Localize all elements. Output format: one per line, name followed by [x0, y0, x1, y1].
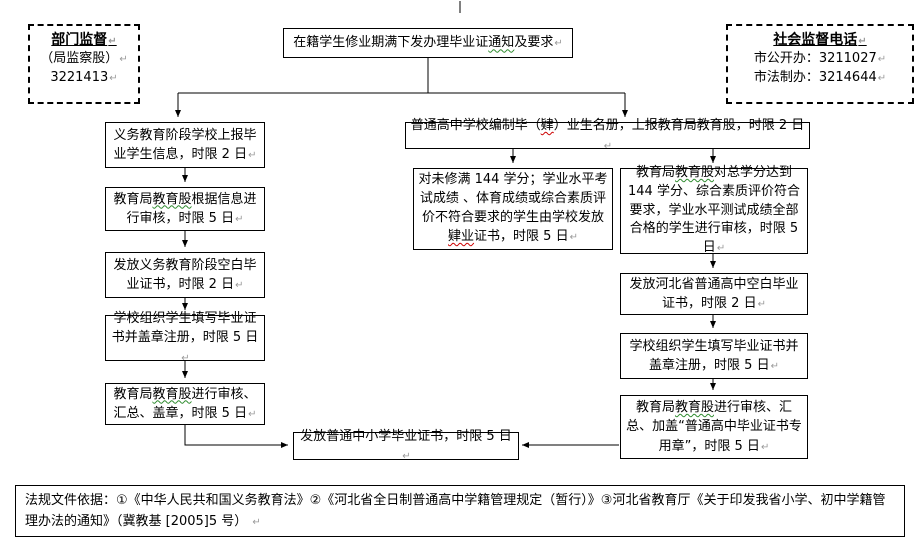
arrow-left-to-end [184, 425, 288, 448]
flow-node-right-pass-3-text: 学校组织学生填写毕业证书并盖章注册，时限 5 日 [625, 337, 803, 376]
social-supervision-phone-2: 市法制办：3214644 [730, 69, 910, 88]
social-supervision-title: 社会监督电话 [730, 30, 910, 50]
flow-node-right-pass-1: 教育局教育股对总学分达到 144 学分、综合素质评价符合要求，学业水平测试成绩全… [620, 165, 808, 255]
social-supervision-phone-1: 市公开办：3211027 [730, 50, 910, 69]
flow-node-left-3-text: 发放义务教育阶段空白毕业证书，时限 2 日 [110, 256, 260, 295]
flow-node-end: 发放普通中小学毕业证书，时限 5 日 [293, 429, 519, 460]
flow-node-right-header-text: 普通高中学校编制毕（肄）业生名册，上报教育局教育股，时限 2 日 [410, 116, 805, 155]
legal-basis-text: 法规文件依据：①《中华人民共和国义务教育法》②《河北省全日制普通高中学籍管理规定… [25, 493, 886, 529]
flow-node-start-text: 在籍学生修业期满下发办理毕业证通知及要求 [293, 33, 562, 53]
flow-node-end-text: 发放普通中小学毕业证书，时限 5 日 [298, 427, 514, 466]
flow-node-left-2: 教育局教育股根据信息进行审核，时限 5 日 [105, 187, 265, 231]
flow-node-right-header: 普通高中学校编制毕（肄）业生名册，上报教育局教育股，时限 2 日 [405, 118, 810, 149]
flow-node-right-pass-1-text: 教育局教育股对总学分达到 144 学分、综合素质评价符合要求，学业水平测试成绩全… [625, 164, 803, 258]
dept-supervision-title: 部门监督 [32, 30, 136, 50]
flow-node-left-3: 发放义务教育阶段空白毕业证书，时限 2 日 [105, 252, 265, 298]
flow-node-left-1-text: 义务教育阶段学校上报毕业学生信息，时限 2 日 [110, 126, 260, 165]
flow-node-right-fail: 对未修满 144 学分；学业水平考试成绩 、体育成绩或综合素质评价不符合要求的学… [413, 168, 613, 250]
dept-supervision-phone: 3221413 [32, 69, 136, 88]
social-supervision-box: 社会监督电话 市公开办：3211027 市法制办：3214644 [726, 24, 914, 104]
flow-node-right-pass-2: 发放河北省普通高中空白毕业证书，时限 2 日 [620, 273, 808, 315]
flow-node-start: 在籍学生修业期满下发办理毕业证通知及要求 [283, 28, 573, 58]
dept-supervision-box: 部门监督 （局监察股） 3221413 [28, 24, 140, 104]
flow-node-right-pass-4-text: 教育局教育股进行审核、汇总、加盖“普通高中毕业证书专用章”，时限 5 日 [625, 398, 803, 457]
flow-node-right-fail-text: 对未修满 144 学分；学业水平考试成绩 、体育成绩或综合素质评价不符合要求的学… [418, 171, 608, 246]
flow-node-left-4-text: 学校组织学生填写毕业证书并盖章注册，时限 5 日 [110, 309, 260, 368]
flow-node-left-5: 教育局教育股进行审核、汇总、盖章，时限 5 日 [105, 383, 265, 425]
flow-node-right-pass-3: 学校组织学生填写毕业证书并盖章注册，时限 5 日 [620, 333, 808, 379]
flow-node-right-pass-4: 教育局教育股进行审核、汇总、加盖“普通高中毕业证书专用章”，时限 5 日 [620, 395, 808, 459]
dept-supervision-office: （局监察股） [32, 50, 136, 69]
flow-node-left-5-text: 教育局教育股进行审核、汇总、盖章，时限 5 日 [110, 385, 260, 424]
legal-basis-box: 法规文件依据：①《中华人民共和国义务教育法》②《河北省全日制普通高中学籍管理规定… [15, 485, 905, 537]
flow-node-left-4: 学校组织学生填写毕业证书并盖章注册，时限 5 日 [105, 311, 265, 361]
flow-node-left-1: 义务教育阶段学校上报毕业学生信息，时限 2 日 [105, 122, 265, 168]
flow-node-left-2-text: 教育局教育股根据信息进行审核，时限 5 日 [110, 190, 260, 229]
flow-node-right-pass-2-text: 发放河北省普通高中空白毕业证书，时限 2 日 [625, 275, 803, 314]
